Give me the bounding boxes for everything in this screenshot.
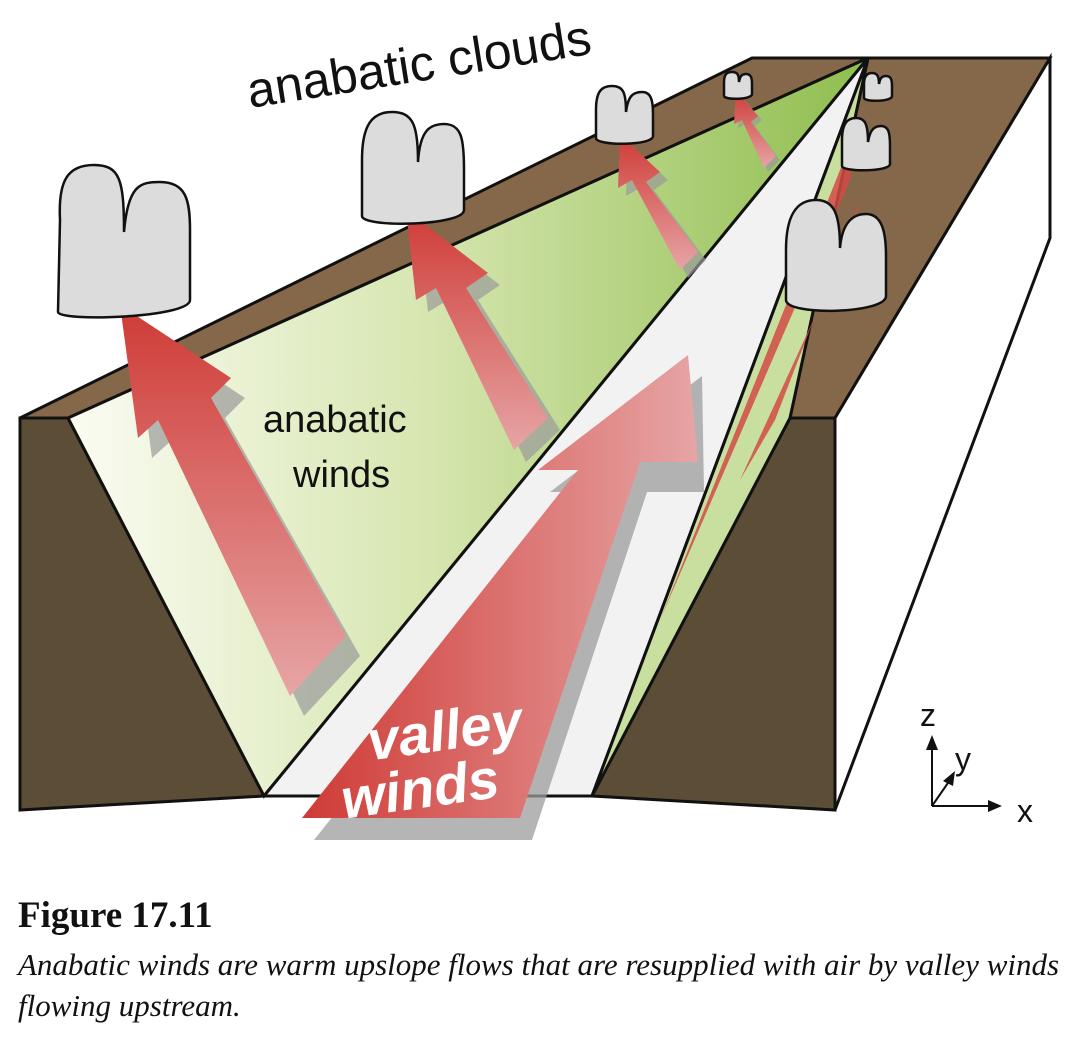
clouds-label: anabatic clouds [243, 9, 595, 119]
axis-z-label: z [920, 697, 936, 733]
block-end-face [833, 52, 1052, 811]
valley-wind-diagram: valley winds anabatic clouds [18, 9, 1053, 840]
cloud-icon [594, 84, 655, 146]
cloud-icon [862, 71, 894, 102]
axis-y-label: y [955, 741, 971, 777]
anabatic-label-line2: winds [292, 454, 390, 496]
caption-text: Anabatic winds are warm upslope flows th… [18, 946, 1060, 1024]
cloud-icon [360, 110, 466, 225]
cloud-icon [56, 163, 192, 319]
axis-icon [926, 735, 1002, 812]
arrow-icon [618, 135, 706, 278]
clouds [56, 70, 894, 319]
valley-wind-arrow: valley winds [302, 355, 704, 840]
anabatic-label-line1: anabatic [263, 399, 407, 441]
anabatic-arrows [120, 91, 780, 716]
arrow-icon [406, 210, 560, 462]
ground-block [18, 52, 1053, 812]
arrow-icon [734, 91, 780, 172]
caption-title: Figure 17.11 [18, 895, 213, 936]
figure-caption: Figure 17.11 Anabatic winds are warm ups… [18, 895, 1068, 1027]
arrow-icon [120, 305, 360, 716]
cloud-icon [784, 198, 888, 313]
axis-x-label: x [1017, 793, 1033, 829]
valley-arrow-body [302, 355, 698, 818]
cloud-icon [722, 70, 754, 100]
cloud-icon [840, 116, 892, 172]
